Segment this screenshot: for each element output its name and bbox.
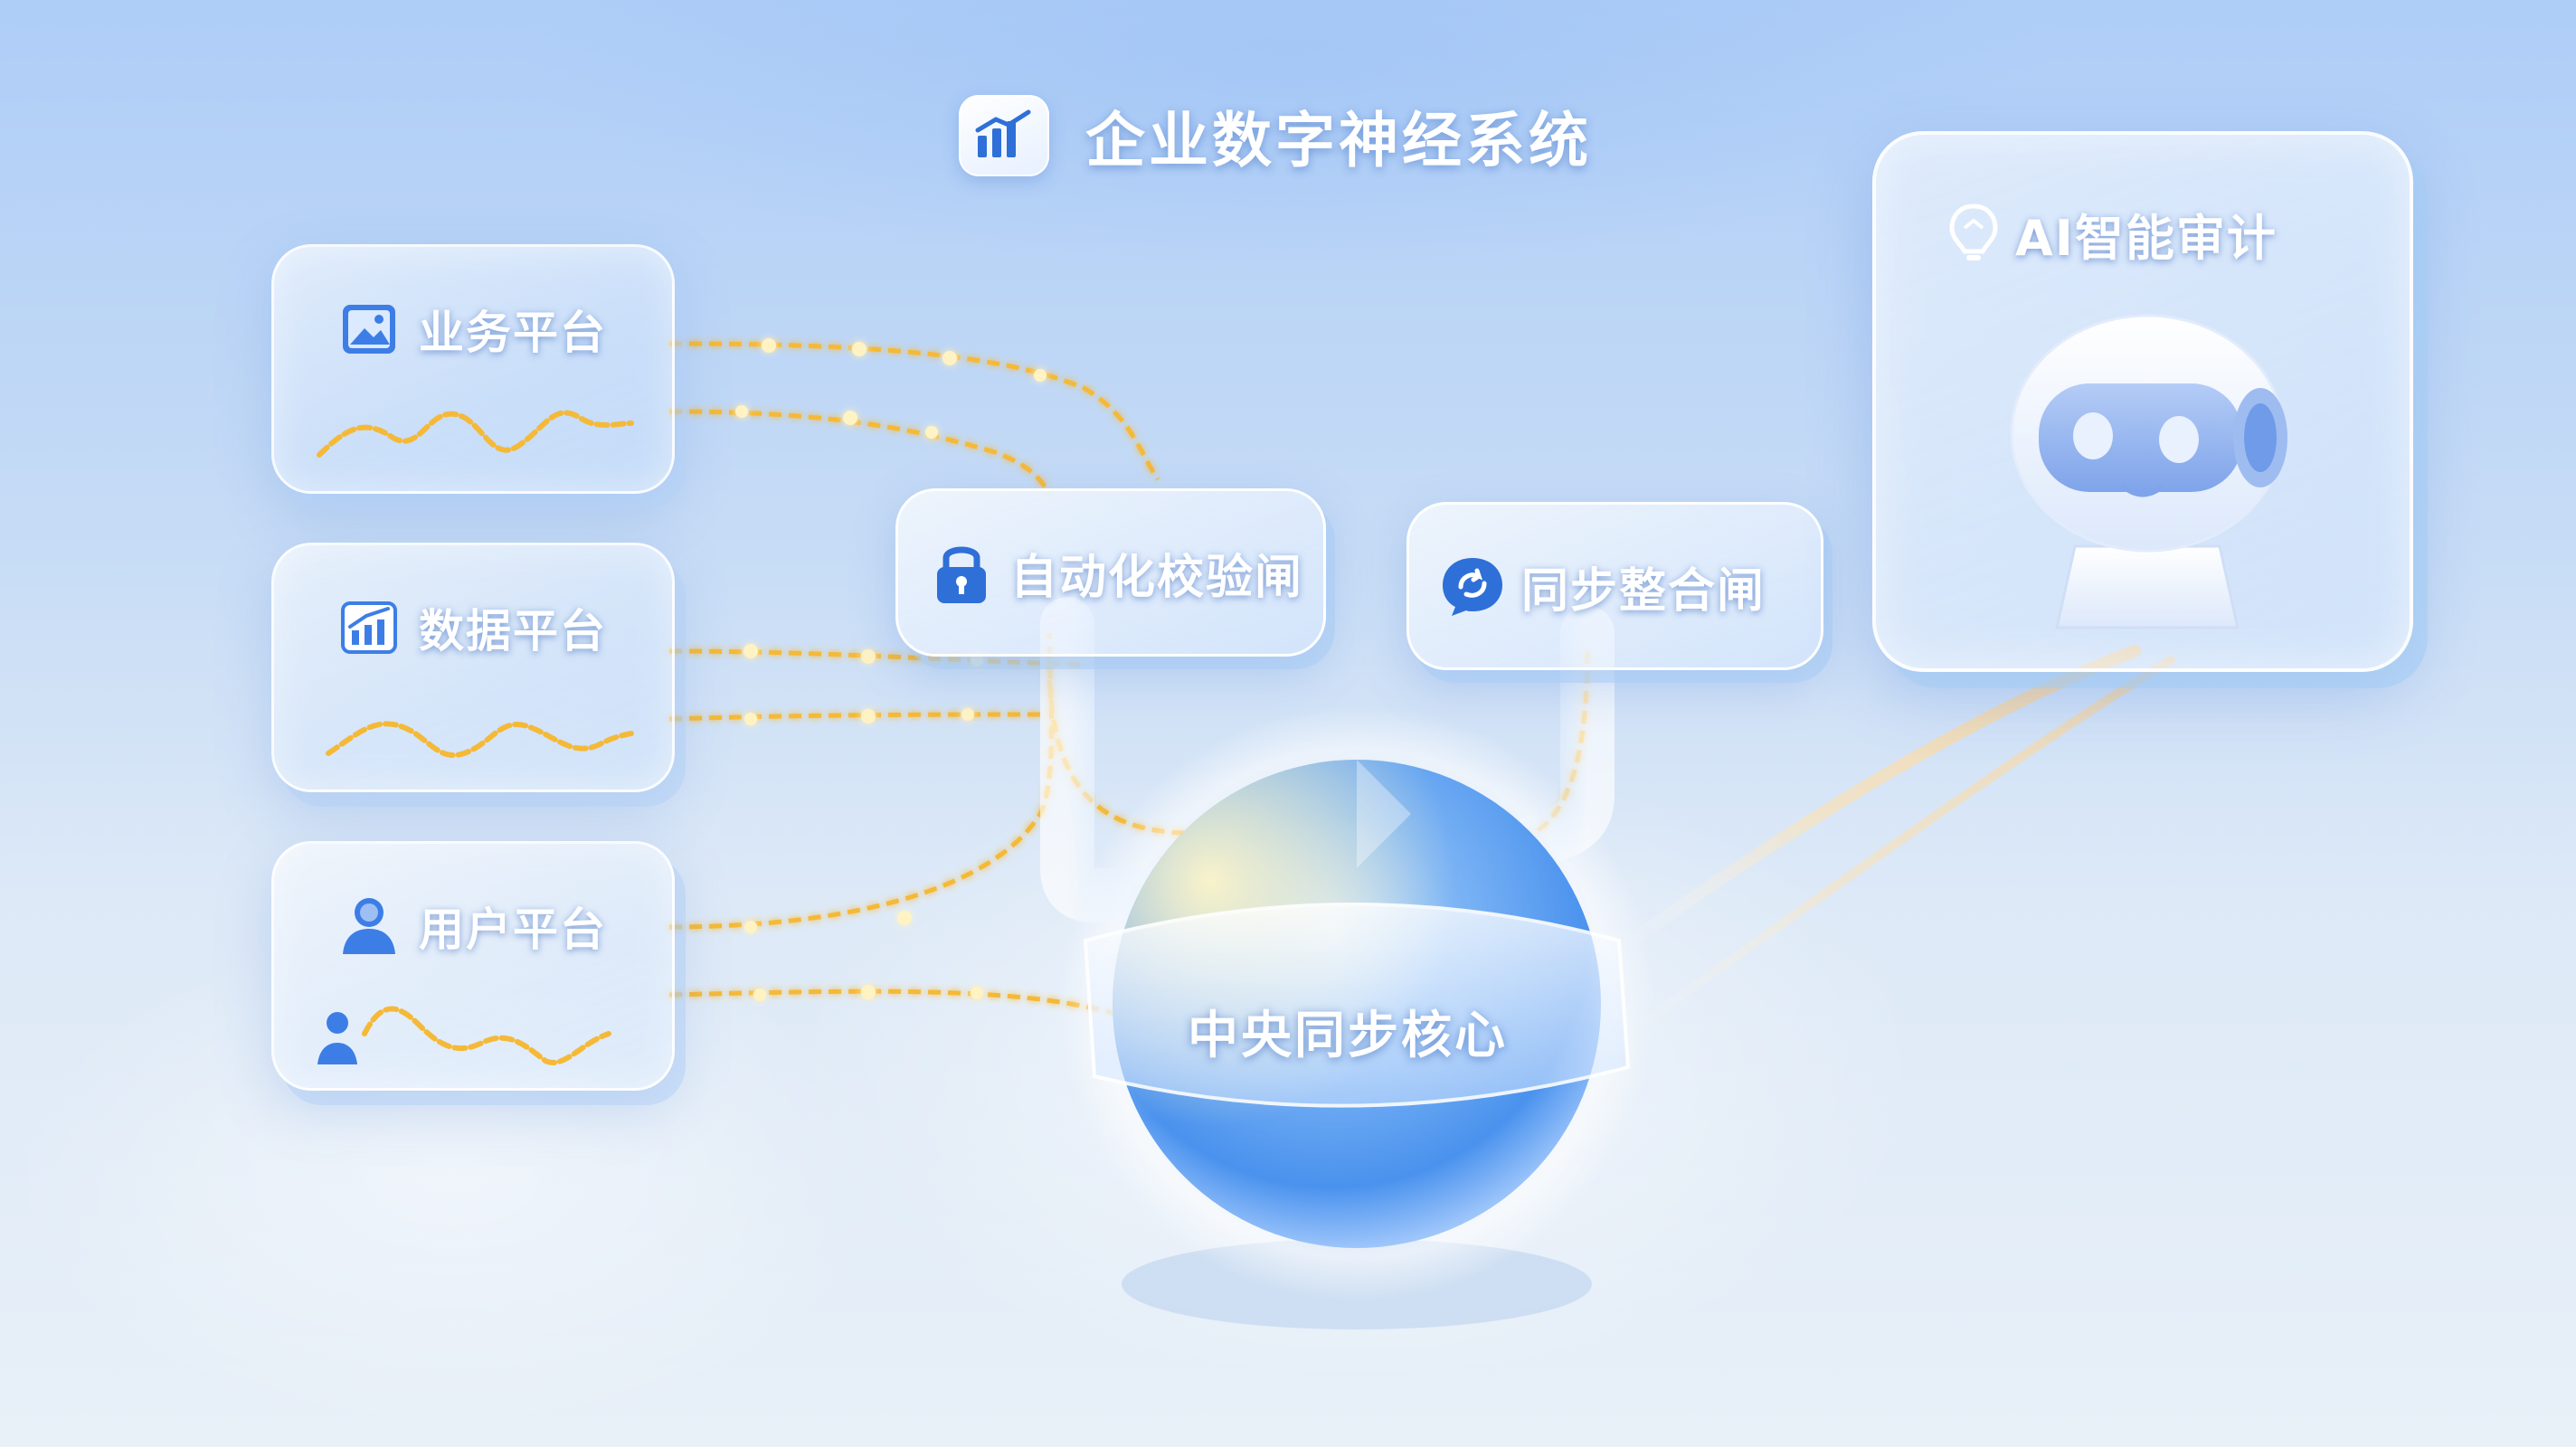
beam-to-audit-1 xyxy=(1613,645,2141,956)
lock-icon xyxy=(925,536,998,609)
bar-chart-icon xyxy=(959,95,1049,176)
ai-audit-panel[interactable]: AI智能审计 xyxy=(1872,131,2413,672)
gate-auto-check-label: 自动化校验闸 xyxy=(1010,550,1304,605)
sync-chat-icon xyxy=(1436,550,1509,622)
core-band xyxy=(1083,903,1631,1108)
platform-user-wave xyxy=(317,1006,611,1065)
bulb-icon xyxy=(1948,201,1999,268)
chart-icon xyxy=(337,596,401,659)
user-icon xyxy=(337,894,401,958)
platform-data-label: 数据平台 xyxy=(419,605,607,657)
core-facet xyxy=(1357,760,1411,868)
platform-data-header: 数据平台 xyxy=(337,595,607,660)
core-label: 中央同步核心 xyxy=(1188,1007,1508,1065)
platform-user-header: 用户平台 xyxy=(337,894,607,959)
page-title-group: 企业数字神经系统 xyxy=(959,90,1592,181)
platform-user[interactable]: 用户平台 xyxy=(271,841,675,1091)
platform-business-wave xyxy=(317,410,634,458)
user-small-icon xyxy=(317,1012,357,1064)
platform-business-header: 业务平台 xyxy=(337,297,607,362)
platform-business-label: 业务平台 xyxy=(419,307,607,359)
gate-sync-merge[interactable]: 同步整合闸 xyxy=(1406,502,1823,670)
platform-data-wave xyxy=(326,721,634,758)
image-icon xyxy=(337,298,401,361)
flow-path-business-1 xyxy=(668,341,1160,481)
robot-avatar xyxy=(2010,314,2287,629)
gate-sync-merge-label: 同步整合闸 xyxy=(1521,563,1766,619)
flow-path-data-1 xyxy=(668,648,1086,667)
ai-audit-label: AI智能审计 xyxy=(2015,210,2278,267)
platform-data[interactable]: 数据平台 xyxy=(271,543,675,792)
page-title: 企业数字神经系统 xyxy=(1085,106,1592,175)
platform-business[interactable]: 业务平台 xyxy=(271,244,675,494)
ai-audit-header: AI智能审计 xyxy=(1948,198,2278,270)
beam-to-audit-2 xyxy=(1615,656,2175,1045)
flow-sparkles xyxy=(735,338,1046,1001)
platform-user-label: 用户平台 xyxy=(419,903,607,956)
gate-auto-check[interactable]: 自动化校验闸 xyxy=(895,488,1326,657)
